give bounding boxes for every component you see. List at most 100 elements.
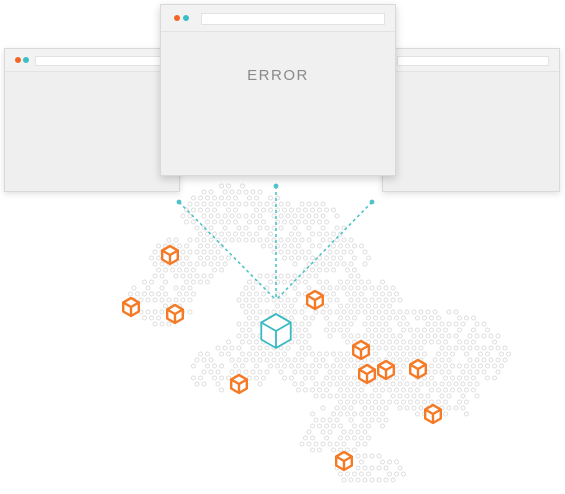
- map-dot: [180, 261, 186, 267]
- map-dot: [327, 261, 333, 267]
- map-dot: [453, 345, 459, 351]
- map-dot: [278, 297, 284, 303]
- map-dot: [425, 393, 431, 399]
- map-dot: [268, 279, 273, 285]
- map-dot: [257, 381, 263, 387]
- map-dot: [345, 375, 350, 381]
- map-dot: [226, 255, 231, 261]
- orange-cube-icon: [230, 373, 248, 395]
- map-dot: [296, 351, 301, 357]
- map-dot: [415, 411, 420, 417]
- map-dot: [187, 285, 193, 291]
- map-dot: [233, 195, 238, 201]
- map-dot: [320, 261, 326, 267]
- map-dot: [338, 399, 343, 405]
- map-dot: [387, 315, 392, 321]
- map-dot: [481, 321, 487, 327]
- map-dot: [303, 219, 308, 225]
- map-dot: [471, 387, 476, 393]
- map-dot: [180, 273, 186, 279]
- map-dot: [355, 393, 361, 399]
- map-dot: [285, 357, 291, 363]
- map-dot: [250, 189, 256, 195]
- map-dot: [446, 309, 452, 315]
- map-dot: [226, 183, 231, 189]
- map-dot: [415, 399, 420, 405]
- map-dot: [397, 309, 403, 315]
- map-dot: [429, 327, 434, 333]
- map-dot: [264, 297, 270, 303]
- map-dot: [471, 363, 476, 369]
- map-dot: [369, 357, 375, 363]
- connection-endpoint: [369, 199, 375, 205]
- map-dot: [380, 459, 385, 465]
- map-dot: [285, 309, 291, 315]
- map-dot: [264, 201, 270, 207]
- map-dot: [240, 303, 245, 309]
- map-dot: [369, 333, 375, 339]
- map-dot: [327, 429, 333, 435]
- map-dot: [418, 405, 424, 411]
- map-dot: [317, 207, 322, 213]
- map-dot: [278, 201, 284, 207]
- map-dot: [299, 345, 305, 351]
- map-dot: [390, 381, 396, 387]
- map-dot: [254, 219, 259, 225]
- map-dot: [313, 441, 319, 447]
- map-dot: [205, 279, 210, 285]
- map-dot: [296, 279, 301, 285]
- map-dot: [205, 255, 210, 261]
- map-dot: [341, 381, 347, 387]
- map-dot: [306, 213, 312, 219]
- map-dot: [152, 249, 158, 255]
- map-dot: [492, 375, 497, 381]
- map-dot: [159, 321, 165, 327]
- map-dot: [317, 219, 322, 225]
- map-dot: [198, 255, 203, 261]
- map-dot: [243, 285, 249, 291]
- map-dot: [236, 201, 242, 207]
- map-dot: [411, 345, 417, 351]
- map-dot: [236, 321, 242, 327]
- map-dot: [345, 303, 350, 309]
- map-dot: [257, 273, 263, 279]
- map-dot: [341, 249, 347, 255]
- map-dot: [401, 339, 406, 345]
- map-dot: [289, 243, 294, 249]
- map-dot: [376, 309, 382, 315]
- map-dot: [152, 309, 158, 315]
- map-dot: [303, 435, 308, 441]
- map-dot: [492, 339, 497, 345]
- map-dot: [362, 477, 368, 483]
- map-dot: [355, 285, 361, 291]
- map-dot: [303, 267, 308, 273]
- map-dot: [359, 387, 364, 393]
- map-dot: [376, 381, 382, 387]
- map-dot: [485, 363, 490, 369]
- map-dot: [464, 387, 469, 393]
- map-dot: [488, 345, 494, 351]
- map-dot: [369, 417, 375, 423]
- map-dot: [348, 381, 354, 387]
- map-dot: [194, 225, 200, 231]
- map-dot: [383, 405, 389, 411]
- map-dot: [474, 333, 480, 339]
- map-dot: [229, 237, 235, 243]
- map-dot: [352, 471, 357, 477]
- connection-line: [275, 201, 373, 301]
- map-dot: [387, 387, 392, 393]
- map-dot: [359, 459, 364, 465]
- map-dot: [439, 357, 445, 363]
- map-dot: [236, 237, 242, 243]
- map-dot: [355, 429, 361, 435]
- map-dot: [359, 471, 364, 477]
- map-dot: [376, 345, 382, 351]
- map-dot: [495, 333, 501, 339]
- map-dot: [418, 333, 424, 339]
- map-dot: [317, 447, 322, 453]
- map-dot: [499, 351, 504, 357]
- map-dot: [341, 369, 347, 375]
- map-dot: [212, 267, 217, 273]
- map-dot: [439, 333, 445, 339]
- map-dot: [338, 303, 343, 309]
